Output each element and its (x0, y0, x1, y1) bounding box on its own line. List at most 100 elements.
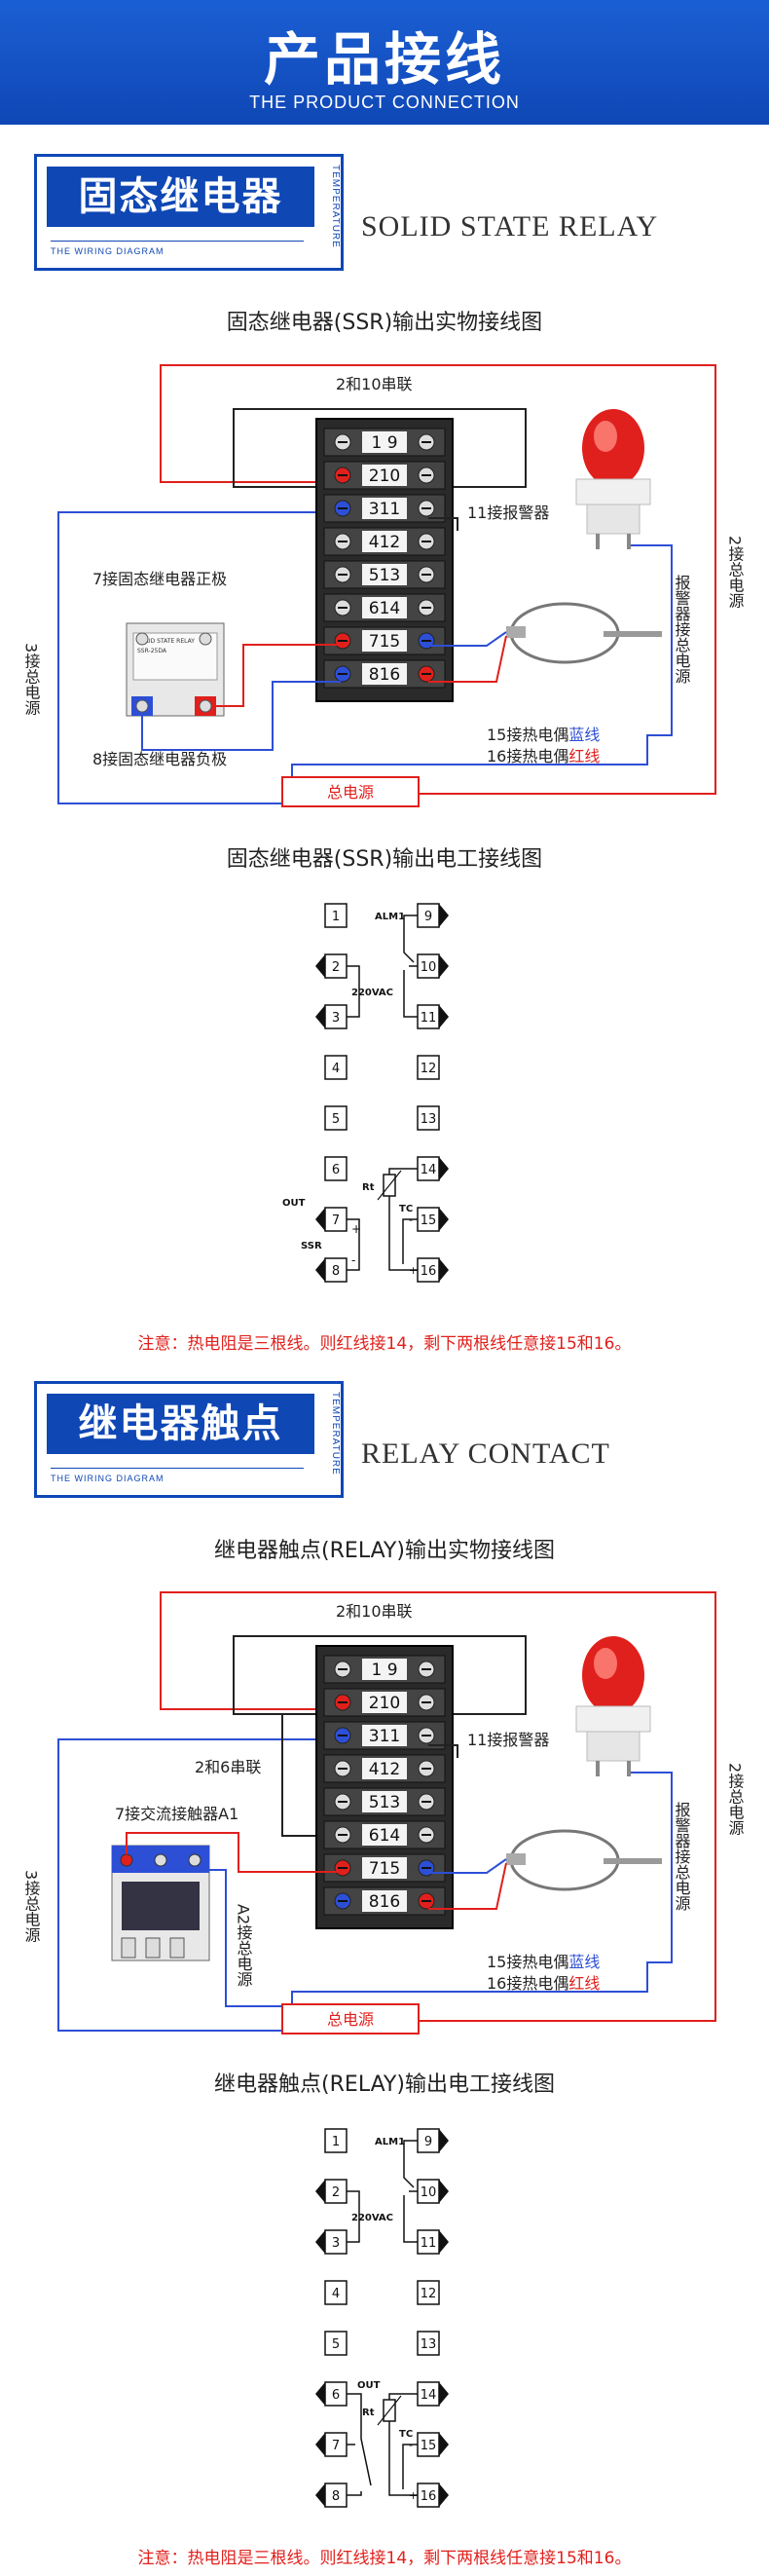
schematic-terminal-right: 15 (417, 2432, 449, 2457)
ssr-device-brand: SOLID STATE RELAY (137, 638, 195, 645)
schematic-terminal-right: 11 (417, 1004, 449, 1029)
thermocouple-icon (506, 602, 662, 664)
terminal-row: 412 (323, 1754, 446, 1783)
schematic-terminal-right: 10 (417, 2179, 449, 2204)
schematic-terminal-number: 9 (424, 2135, 432, 2149)
alarm-contact (403, 915, 418, 963)
ssr-device-icon: SOLID STATE RELAY SSR-25DA (126, 622, 225, 717)
schematic-terminal-left: 5 (324, 1105, 348, 1131)
terminal-row: 816 (323, 659, 446, 689)
series-label: 2和10串联 (336, 1602, 413, 1621)
schematic-terminal-number: 5 (332, 2337, 340, 2352)
ssr-note: 注意：热电阻是三根线。则红线接14，剩下两根线任意接15和16。 (137, 1334, 632, 1354)
schematic-terminal-right: 10 (417, 953, 449, 979)
schematic-terminal-right: 13 (417, 1105, 440, 1131)
terminal-number: 210 (369, 1694, 400, 1713)
left-vertical-label: 3接总电源 (22, 643, 41, 716)
schematic-terminal-number: 2 (332, 2185, 340, 2200)
terminal-number: 1 9 (371, 433, 397, 453)
schematic-terminal-left: 4 (324, 1055, 348, 1080)
rt-label: Rt (362, 2408, 375, 2418)
terminal-row: 816 (323, 1886, 446, 1916)
rtd-loop (388, 2393, 418, 2496)
schematic-terminal-number: 12 (421, 2287, 437, 2301)
tc-link (402, 2444, 418, 2489)
schematic-terminal-left: 2 (315, 2179, 348, 2204)
terminal-number: 311 (369, 500, 400, 519)
schematic-terminal-number: 1 (332, 910, 340, 924)
schematic-terminal-left: 7 (315, 2432, 348, 2457)
terminal-row: 210 (323, 1688, 446, 1717)
terminal-number: 816 (369, 665, 400, 685)
relay-header-en: RELAY CONTACT (361, 1437, 610, 1470)
schematic-terminal-number: 12 (421, 1062, 437, 1076)
ssr-schematic-title: 固态继电器(SSR)输出电工接线图 (226, 847, 543, 872)
series-2-10-wire (233, 1635, 527, 1715)
badge-vertical-label: TEMPERATURE (330, 1392, 341, 1475)
alarm-label: 11接报警器 (467, 1731, 549, 1749)
alarm-contact (403, 2140, 418, 2188)
relay-badge: 继电器触点 THE WIRING DIAGRAM TEMPERATURE (34, 1381, 344, 1498)
schematic-terminal-number: 10 (421, 2185, 437, 2200)
schematic-terminal-number: 3 (332, 2236, 340, 2251)
alarm-return-blue (291, 1772, 673, 2014)
tc-label: TC (399, 1204, 413, 1214)
terminal-row: 614 (323, 1820, 446, 1849)
schematic-terminal-right: 12 (417, 1055, 440, 1080)
ssr-label: SSR (301, 1241, 322, 1251)
terminal-row: 311 (323, 1721, 446, 1750)
terminal-number: 614 (369, 1826, 400, 1846)
series-2-6-wire (281, 1713, 341, 1837)
right-vertical-label-b: 报警器接总电源 (673, 1802, 691, 1912)
schematic-terminal-number: 11 (421, 1011, 437, 1026)
ssr-section-header: 固态继电器 THE WIRING DIAGRAM TEMPERATURE SOL… (34, 154, 754, 271)
relay-schematic-title: 继电器触点(RELAY)输出电工接线图 (214, 2072, 555, 2097)
alarm-wire-11 (428, 1744, 458, 1758)
badge-diagram-label: THE WIRING DIAGRAM (51, 246, 165, 256)
alarm-lamp-icon (575, 409, 651, 549)
tc-link (402, 1218, 418, 1264)
schematic-terminal-number: 5 (332, 1112, 340, 1127)
ssr-plus: + (351, 1222, 361, 1236)
series-label: 2和10串联 (336, 375, 413, 393)
schematic-terminal-left: 1 (324, 903, 348, 928)
series-2-10-wire (233, 408, 527, 488)
terminal-row: 715 (323, 626, 446, 655)
badge-vertical-label: TEMPERATURE (330, 165, 341, 248)
terminal-number: 715 (369, 632, 400, 652)
terminal-row: 513 (323, 1787, 446, 1816)
tc-red-wire (428, 1862, 507, 1910)
alm-label: ALM1 (375, 2137, 405, 2147)
schematic-terminal-number: 16 (421, 1264, 437, 1279)
schematic-terminal-left: 6 (324, 1156, 348, 1181)
schematic-terminal-number: 1 (332, 2135, 340, 2149)
schematic-terminal-number: 13 (421, 2337, 437, 2352)
schematic-terminal-number: 10 (421, 960, 437, 975)
schematic-terminal-number: 4 (332, 2287, 340, 2301)
schematic-terminal-right: 11 (417, 2229, 449, 2255)
schematic-terminal-number: 16 (421, 2489, 437, 2504)
schematic-terminal-number: 14 (421, 1163, 437, 1177)
tc-red-wire (428, 635, 507, 683)
schematic-terminal-number: 6 (332, 1163, 340, 1177)
a2-label: A2接总电源 (235, 1904, 253, 1988)
schematic-terminal-number: 8 (332, 1264, 340, 1279)
vac-label: 220VAC (351, 2213, 393, 2223)
schematic-terminal-left: 6 (315, 2381, 348, 2407)
tc-minus: - (409, 1213, 413, 1226)
terminal-row: 210 (323, 461, 446, 490)
schematic-terminal-number: 13 (421, 1112, 437, 1127)
relay-physical-title: 继电器触点(RELAY)输出实物接线图 (214, 1539, 555, 1563)
out-label: OUT (357, 2380, 381, 2391)
terminal-row: 1 9 (323, 1655, 446, 1684)
right-vertical-label-b: 报警器接总电源 (673, 575, 691, 685)
power-box (281, 2003, 420, 2035)
terminal-number: 1 9 (371, 1661, 397, 1680)
tc-blue-label: 15接热电偶蓝线 (487, 1953, 600, 1971)
schematic-terminal-number: 7 (332, 2439, 340, 2453)
